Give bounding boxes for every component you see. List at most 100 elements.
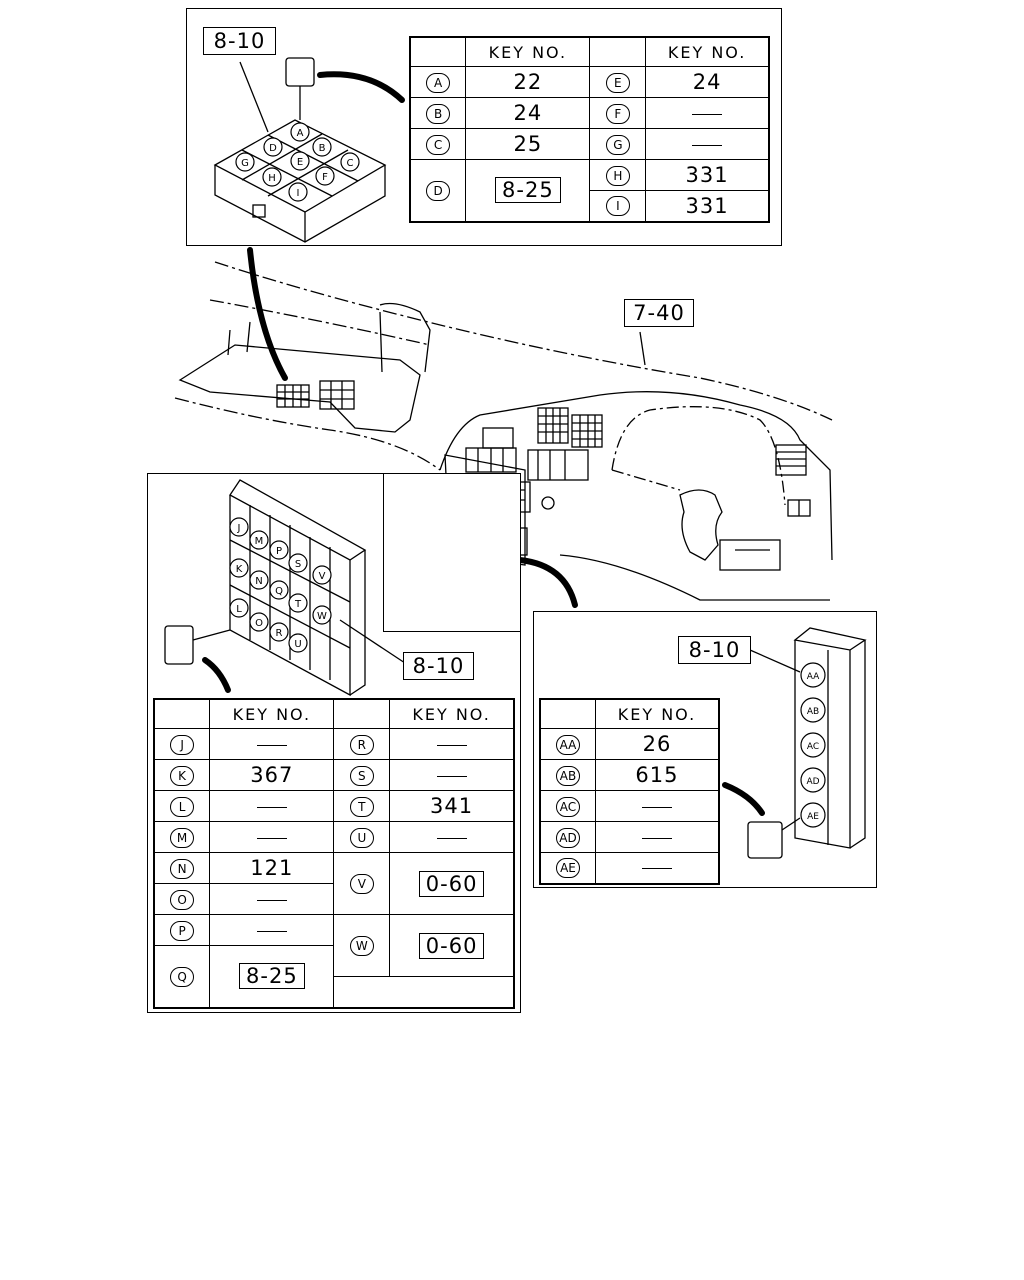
key-letter-ae: AE: [555, 858, 580, 879]
value-cell: —: [209, 728, 335, 760]
key-cell: V: [333, 852, 391, 915]
empty-dash: —: [256, 899, 287, 901]
header-row: KEY NO.KEY NO.: [153, 698, 515, 729]
value-cell: —: [209, 821, 335, 853]
value-cell: 367: [209, 759, 335, 791]
key-letter-u: U: [349, 827, 374, 848]
key-cell: A: [409, 66, 467, 98]
key-cell: I: [589, 190, 647, 222]
key-letter-j: J: [170, 734, 195, 755]
value-cell: 8-25: [465, 159, 591, 222]
key-letter-d: D: [426, 180, 451, 201]
grid-circle-l: [229, 598, 249, 618]
grid-circle-ad: [800, 767, 826, 793]
key-cell: AE: [539, 852, 596, 884]
grid-label-aa: AA: [807, 672, 820, 682]
value-cell: 615: [594, 759, 720, 791]
empty-dash: —: [256, 744, 287, 746]
blank-header: [409, 36, 467, 67]
key-number: 26: [642, 732, 672, 756]
key-number: 331: [685, 163, 729, 187]
grid-circle-d: [263, 137, 283, 157]
key-cell: AC: [539, 790, 596, 822]
key-number: 22: [513, 70, 543, 94]
empty-dash: —: [436, 775, 467, 777]
key-cell: AD: [539, 821, 596, 853]
value-cell: 0-60: [389, 914, 515, 977]
empty-dash: —: [641, 868, 672, 870]
ref-box: 0-60: [418, 932, 485, 959]
value-cell: 121: [209, 852, 335, 884]
value-cell: 24: [645, 66, 770, 98]
key-number: 331: [685, 193, 729, 218]
empty-dash: —: [436, 837, 467, 839]
key-letter-g: G: [605, 134, 630, 155]
key-letter-e: E: [605, 72, 630, 93]
key-cell: E: [589, 66, 647, 98]
key-cell: B: [409, 97, 467, 129]
table-row: J—R—: [153, 728, 515, 760]
grid-label-f: F: [322, 172, 328, 183]
grid-circle-a: [290, 122, 310, 142]
value-cell: 25: [465, 128, 591, 160]
ref-box: 0-60: [418, 870, 485, 897]
left-relay-block: [164, 479, 406, 697]
grid-circle-s: [288, 553, 308, 573]
left-callout-panel: [147, 473, 521, 1013]
empty-dash: —: [692, 113, 723, 115]
grid-circle-h: [262, 167, 282, 187]
grid-circle-e: [290, 151, 310, 171]
key-letter-b: B: [426, 103, 451, 124]
blank-cell: [334, 977, 390, 1008]
key-cell: P: [153, 914, 211, 946]
top-ref-label: 8-10: [203, 27, 276, 55]
grid-label-v: V: [319, 571, 326, 582]
grid-label-h: H: [268, 173, 276, 184]
table-row: AC—: [539, 790, 720, 822]
key-letter-k: K: [170, 765, 195, 786]
value-cell: —: [594, 790, 720, 822]
key-number: 615: [635, 763, 679, 787]
grid-circle-ac: [800, 732, 826, 758]
key-letter-q: Q: [170, 966, 195, 987]
key-cell: C: [409, 128, 467, 160]
top-relay-block: [213, 57, 387, 243]
key-letter-ab: AB: [555, 765, 580, 786]
key-letter-l: L: [170, 796, 195, 817]
key-cell: W: [333, 914, 391, 977]
key-letter-o: O: [170, 889, 195, 910]
key-no-header: KEY NO.: [645, 36, 770, 67]
grid-circle-w: [312, 605, 332, 625]
grid-label-j: J: [237, 523, 241, 534]
key-cell: N: [153, 852, 211, 884]
key-letter-s: S: [349, 765, 374, 786]
top-key-table: KEY NO.KEY NO.A22E24B24F—C25G—D8-25H331I…: [409, 36, 770, 223]
grid-circle-aa: [800, 662, 826, 688]
grid-label-ac: AC: [807, 742, 819, 752]
value-cell: —: [209, 914, 335, 946]
grid-circle-n: [249, 570, 269, 590]
table-row: A 22 E 24: [409, 66, 770, 98]
right-relay-block: [747, 627, 867, 859]
key-cell: O: [153, 883, 211, 915]
key-letter-n: N: [170, 858, 195, 879]
grid-label-u: U: [294, 639, 301, 650]
grid-circle-i: [288, 182, 308, 202]
key-cell: M: [153, 821, 211, 853]
key-number: 24: [513, 101, 543, 125]
key-letter-i: I: [605, 196, 630, 217]
grid-circle-j: [229, 517, 249, 537]
key-cell: Q: [153, 945, 211, 1008]
table-row: K 367 S —: [153, 759, 515, 791]
key-letter-f: F: [605, 103, 630, 124]
diagram-ref-label: 7-40: [624, 299, 694, 327]
grid-circle-r: [269, 622, 289, 642]
grid-label-l: L: [236, 604, 242, 615]
key-cell: D: [409, 159, 467, 222]
left-panel-notch-edge-v: [383, 474, 384, 632]
ref-box: 8-25: [495, 177, 561, 204]
